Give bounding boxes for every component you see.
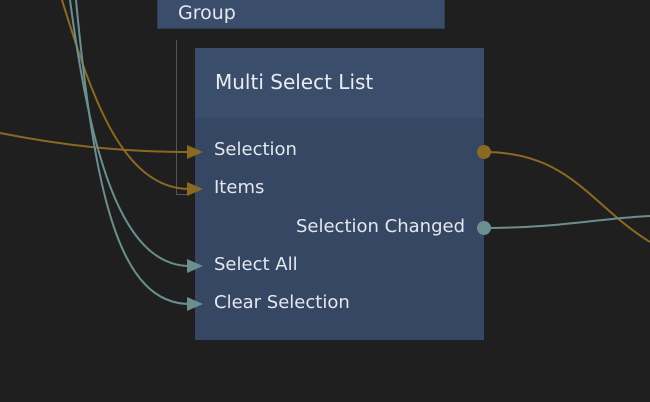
wire-selection-changed-out[interactable] xyxy=(483,215,650,229)
wire-selection-out[interactable] xyxy=(483,151,650,243)
arrow-icon-items[interactable] xyxy=(187,182,203,196)
input-port-items[interactable]: Items xyxy=(214,177,265,198)
output-dot-selection[interactable] xyxy=(477,145,491,159)
output-port-selection-changed[interactable]: Selection Changed xyxy=(295,216,465,237)
output-dot-selection-changed[interactable] xyxy=(477,221,491,235)
wire-clear-selection-in[interactable] xyxy=(75,0,191,305)
arrow-icon-selection[interactable] xyxy=(187,145,203,159)
group-node[interactable]: Group xyxy=(157,0,445,29)
arrow-icon-clear-selection[interactable] xyxy=(187,297,203,311)
input-port-selection[interactable]: Selection xyxy=(214,139,297,160)
wire-select-all-in[interactable] xyxy=(69,0,191,267)
group-node-title: Group xyxy=(178,2,236,24)
multi-select-list-node[interactable]: Multi Select List Selection Items Select… xyxy=(195,48,484,340)
wire-selection-in[interactable] xyxy=(0,132,191,153)
node-title: Multi Select List xyxy=(215,70,374,94)
node-header: Multi Select List xyxy=(195,48,484,118)
input-port-clear-selection[interactable]: Clear Selection xyxy=(214,292,350,313)
input-port-select-all[interactable]: Select All xyxy=(214,254,298,275)
group-bracket-line xyxy=(176,40,187,195)
arrow-icon-select-all[interactable] xyxy=(187,259,203,273)
wire-items-in[interactable] xyxy=(61,0,191,190)
